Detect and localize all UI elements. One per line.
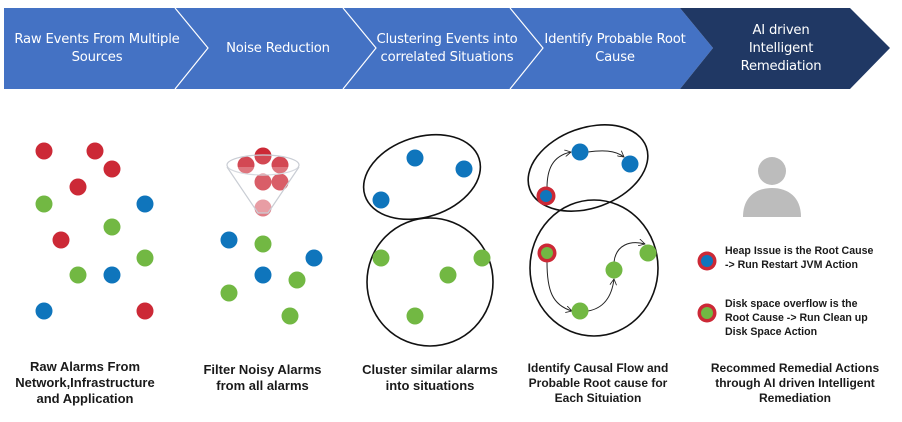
green-alarm-dot	[406, 307, 424, 325]
green-alarm-dot	[254, 235, 272, 253]
pipeline-step-3-label: Clustering Events into correlated Situat…	[376, 32, 518, 65]
blue-alarm-dot	[254, 266, 272, 284]
caption-raw-alarms: Raw Alarms From Network,Infrastructure a…	[15, 359, 155, 406]
legend-line: Disk space overflow is the	[725, 298, 858, 310]
causal-arrow	[587, 150, 624, 157]
green-alarm-dot	[220, 284, 238, 302]
green-alarm-dot	[288, 271, 306, 289]
blue-alarm-dot	[621, 155, 639, 173]
raw-alarms-panel	[35, 142, 154, 320]
blue-alarm-dot	[220, 231, 238, 249]
blue-alarm-dot	[372, 191, 390, 209]
blue-alarm-dot	[35, 302, 53, 320]
blue-alarm-dot	[455, 160, 473, 178]
root-cause-dot	[540, 190, 552, 202]
legend-line: Heap Issue is the Root Cause	[725, 245, 874, 257]
blue-alarm-dot	[571, 143, 589, 161]
green-alarm-dot	[281, 307, 299, 325]
pipeline-step-4-label: Identify Probable Root Cause	[544, 32, 686, 65]
caption-noise-filter: Filter Noisy Alarms from all alarms	[203, 362, 322, 393]
blue-alarm-dot	[305, 249, 323, 267]
causal-arrows	[546, 150, 645, 312]
caption-remediation: Recommed Remedial Actions through AI dri…	[710, 361, 880, 405]
root-cause-dot	[541, 247, 553, 259]
legend-line: Disk Space Action	[725, 326, 818, 338]
red-alarm-dot	[52, 231, 70, 249]
pipeline-step-5-chevron	[680, 8, 890, 89]
green-alarm-dot	[69, 266, 87, 284]
blue-alarm-dot	[406, 149, 424, 167]
blue-situation-outline	[527, 124, 649, 212]
causal-arrow	[613, 243, 645, 263]
chevron-divider	[174, 7, 209, 90]
noisy-alarm-dot	[254, 199, 272, 217]
noisy-alarm-dot	[237, 156, 255, 174]
pipeline-step-2-label: Noise Reduction	[226, 41, 330, 56]
pipeline-step-3-chevron	[343, 8, 543, 89]
green-alarm-dot	[35, 195, 53, 213]
pipeline-step-1-label: Raw Events From Multiple Sources	[14, 32, 180, 65]
causal-arrow	[587, 279, 614, 312]
funnel-rim	[226, 154, 300, 176]
legend-heap-issue: Heap Issue is the Root Cause -> Run Rest…	[725, 244, 873, 272]
green-alarm-dot	[639, 244, 657, 262]
red-alarm-dot	[136, 302, 154, 320]
funnel-alarms	[237, 147, 289, 217]
blue-alarm-dot	[136, 195, 154, 213]
pipeline-step-1-chevron	[4, 8, 208, 89]
noisy-alarm-dot	[271, 156, 289, 174]
cluster-alarms	[372, 149, 491, 325]
legend-disk-space: Disk space overflow is the Root Cause ->…	[725, 297, 868, 339]
caption-clustering: Cluster similar alarms into situations	[362, 362, 498, 393]
legend-root-cause-marker	[701, 307, 713, 319]
red-alarm-dot	[35, 142, 53, 160]
red-alarm-dot	[69, 178, 87, 196]
green-alarm-dot	[605, 261, 623, 279]
green-alarm-dot	[372, 249, 390, 267]
legend-line: -> Run Restart JVM Action	[725, 259, 858, 271]
pipeline-step-5-label: AI driven Intelligent Remediation	[740, 23, 822, 74]
noisy-alarm-dot	[271, 173, 289, 191]
red-alarm-dot	[86, 142, 104, 160]
blue-cluster-outline	[362, 133, 482, 221]
green-alarm-dot	[439, 266, 457, 284]
green-alarm-dot	[473, 249, 491, 267]
chevron-divider	[509, 7, 544, 90]
filtered-alarms	[220, 231, 323, 325]
noisy-alarm-dot	[254, 173, 272, 191]
green-cluster-outline	[366, 217, 494, 347]
causal-arrow	[546, 261, 572, 311]
green-situation-outline	[529, 199, 659, 337]
pipeline-step-2-chevron	[175, 8, 376, 89]
legend-markers	[697, 251, 717, 323]
green-alarm-dot	[571, 302, 589, 320]
chevron-divider	[342, 7, 377, 90]
legend-root-cause-marker	[701, 255, 713, 267]
blue-alarm-dot	[103, 266, 121, 284]
user-avatar-icon	[743, 157, 801, 217]
funnel-cone	[226, 166, 300, 214]
causal-arrow	[546, 152, 571, 189]
green-alarm-dot	[103, 218, 121, 236]
legend-line: Root Cause -> Run Clean up	[725, 312, 868, 324]
pipeline-banner	[4, 7, 890, 90]
caption-root-cause: Identify Causal Flow and Probable Root c…	[527, 361, 669, 405]
red-alarm-dot	[103, 160, 121, 178]
noisy-alarm-dot	[254, 147, 272, 165]
causal-alarms	[536, 143, 657, 320]
noise-filter-funnel	[226, 147, 300, 217]
chevron-dividers	[174, 7, 544, 90]
illustration-stage	[35, 124, 801, 347]
pipeline-step-4-chevron	[510, 8, 713, 89]
green-alarm-dot	[136, 249, 154, 267]
